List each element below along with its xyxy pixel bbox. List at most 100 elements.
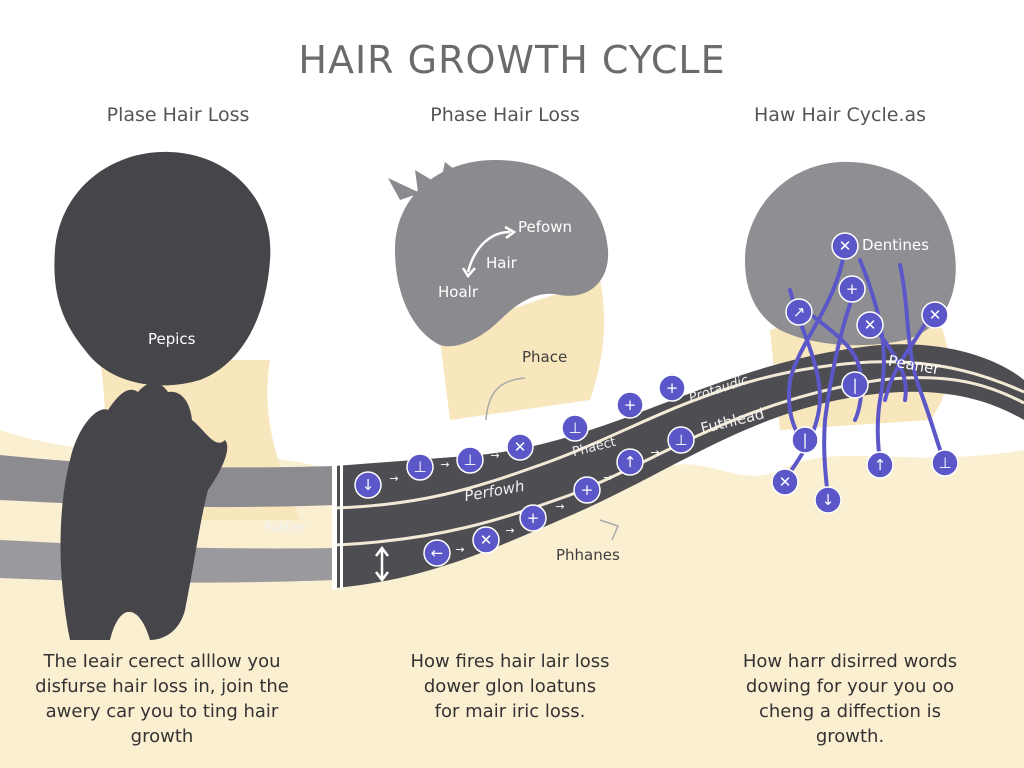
middle-head-hair — [395, 160, 609, 347]
flow-arrow-icon: → — [543, 432, 552, 445]
flow-arrow-icon: → — [555, 500, 564, 513]
caption-line: dower glon loatuns — [423, 676, 597, 697]
caption-line: The Ieair cerect alllow you — [43, 651, 281, 672]
svg-text:|: | — [852, 376, 857, 394]
phase-1-heading: Plase Hair Loss — [106, 104, 250, 126]
svg-text:+: + — [666, 379, 679, 397]
caption-line: awery car you to ting hair — [45, 701, 279, 722]
arrow-up-icon: ↑ — [616, 448, 644, 476]
cross-arrow-icon: ✕ — [506, 433, 534, 461]
svg-text:↗: ↗ — [793, 303, 806, 321]
svg-text:+: + — [846, 280, 859, 298]
band-separator-1 — [332, 440, 337, 590]
label-pepics: Pepics — [148, 330, 196, 348]
icon-layer: ↓⊥⊥✕⊥++←✕++↑⊥✕+↗✕✕|⊥↑↓✕|→→→→→→→→→→→ — [354, 232, 959, 567]
band-separator-2 — [340, 440, 343, 590]
flow-arrow-icon: → — [505, 524, 514, 537]
svg-text:✕: ✕ — [864, 316, 877, 334]
tendril-node-icon: ↓ — [814, 486, 842, 514]
double-arrow-icon: ✕ — [831, 232, 859, 260]
svg-text:✕: ✕ — [929, 306, 942, 324]
caption-line: disfurse hair loss in, join the — [35, 676, 289, 697]
tendril-node-icon: ⊥ — [931, 449, 959, 477]
svg-text:⊥: ⊥ — [674, 431, 687, 449]
tendril-node-icon: ↗ — [785, 298, 813, 326]
plus-icon: + — [616, 391, 644, 419]
svg-text:✕: ✕ — [839, 237, 852, 255]
flow-arrow-icon: → — [440, 458, 449, 471]
band-stripe-1 — [334, 360, 1024, 510]
label-phace: Phace — [522, 348, 568, 366]
tendril-node-icon: ✕ — [771, 468, 799, 496]
svg-text:↓: ↓ — [822, 491, 835, 509]
plus-icon: + — [573, 476, 601, 504]
phancs-pointer — [599, 519, 620, 541]
label-hoalr: Hoalr — [438, 283, 478, 301]
phace-pointer — [485, 377, 526, 421]
svg-text:↑: ↑ — [624, 453, 637, 471]
svg-text:✕: ✕ — [514, 438, 527, 456]
caption-line: How fires hair lair loss — [410, 651, 610, 672]
caption-line: for mair iric loss. — [434, 701, 586, 722]
tendril-node-icon: ↑ — [866, 451, 894, 479]
svg-text:⊥: ⊥ — [938, 454, 951, 472]
label-hair: Hair — [486, 254, 517, 272]
tendril-node-icon: | — [791, 426, 819, 454]
caption-line: dowing for your you oo — [745, 676, 955, 697]
tendril-node-icon: | — [841, 371, 869, 399]
double-arrow-icon — [375, 545, 389, 583]
arrow-down-icon: ↓ — [354, 471, 382, 499]
svg-text:+: + — [624, 396, 637, 414]
middle-curved-arrow — [466, 230, 511, 273]
middle-neck — [440, 280, 605, 420]
arrow-left-icon: ← — [423, 539, 451, 567]
tendril-node-icon: ✕ — [856, 311, 884, 339]
phase-2-caption: How fires hair lair loss dower glon loat… — [360, 649, 660, 724]
svg-text:↓: ↓ — [362, 476, 375, 494]
caption-line: growth — [130, 726, 194, 747]
svg-text:↑: ↑ — [874, 456, 887, 474]
svg-text:+: + — [581, 481, 594, 499]
middle-curved-arrow-tail — [461, 267, 476, 279]
plus-icon: + — [658, 374, 686, 402]
up-tack-icon: ⊥ — [667, 426, 695, 454]
caption-line: How harr disirred words — [742, 651, 958, 672]
caption-line: growth. — [815, 726, 885, 747]
flow-arrow-icon: → — [455, 543, 464, 556]
cross-icon: ✕ — [472, 526, 500, 554]
flow-arrow-icon: → — [389, 472, 398, 485]
phase-2-heading: Phase Hair Loss — [430, 104, 580, 126]
phase-3-heading: Haw Hair Cycle.as — [753, 104, 927, 126]
flow-arrow-icon: → — [490, 449, 499, 462]
page-title: HAIR GROWTH CYCLE — [298, 38, 726, 82]
tendril-node-icon: ✕ — [921, 301, 949, 329]
up-tack-icon: ⊥ — [406, 453, 434, 481]
svg-text:+: + — [527, 509, 540, 527]
svg-text:⊥: ⊥ — [568, 419, 581, 437]
tendril-node-icon: + — [838, 275, 866, 303]
flow-arrow-icon: → — [647, 390, 656, 403]
left-head-hair — [54, 151, 271, 386]
label-nater: Nater — [265, 518, 307, 536]
main-band — [335, 344, 1024, 588]
phase-1-caption: The Ieair cerect alllow you disfurse hai… — [12, 649, 312, 749]
up-tack-icon: ⊥ — [561, 414, 589, 442]
svg-text:←: ← — [431, 544, 444, 562]
phase-3-caption: How harr disirred words dowing for your … — [700, 649, 1000, 749]
svg-text:|: | — [802, 431, 807, 449]
middle-head-spikes — [388, 162, 465, 200]
flow-arrow-icon: → — [597, 412, 606, 425]
label-phhanes: Phhanes — [556, 546, 620, 564]
svg-text:✕: ✕ — [779, 473, 792, 491]
label-pefown: Pefown — [518, 218, 572, 236]
svg-text:⊥: ⊥ — [413, 458, 426, 476]
label-dentines: Dentines — [862, 236, 929, 254]
up-tack-icon: ⊥ — [456, 446, 484, 474]
svg-text:⊥: ⊥ — [463, 451, 476, 469]
hand-silhouette — [60, 383, 228, 640]
plus-icon: + — [519, 504, 547, 532]
caption-line: cheng a diffection is — [758, 701, 942, 722]
middle-curved-arrow-head — [504, 225, 517, 239]
